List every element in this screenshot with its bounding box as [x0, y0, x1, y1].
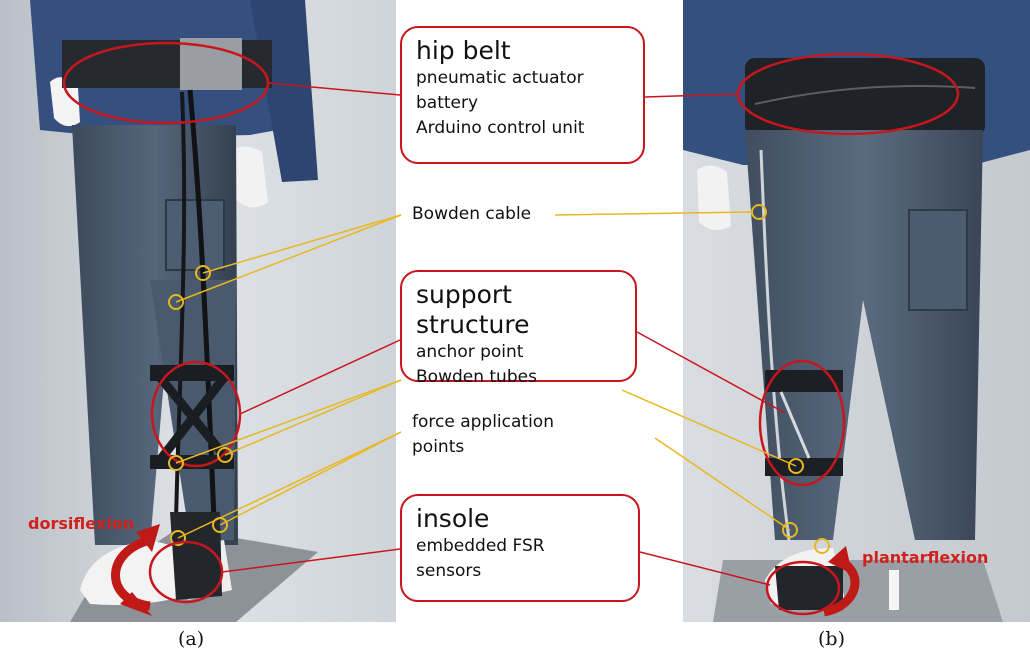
- force-application-label: force application points: [412, 410, 554, 460]
- insole-title: insole: [416, 504, 490, 533]
- support-structure-item: anchor point: [416, 342, 524, 362]
- force-application-line: force application: [412, 412, 554, 432]
- insole-item: sensors: [416, 561, 482, 581]
- photo-rear-view: [683, 0, 1030, 622]
- hip-belt-item: Arduino control unit: [416, 118, 585, 138]
- force-application-line: points: [412, 437, 465, 457]
- support-structure-title: support structure: [416, 280, 530, 339]
- dorsiflexion-label: dorsiflexion: [28, 514, 135, 533]
- support-structure-item: Bowden tubes: [416, 367, 537, 387]
- support-structure-callout: support structure anchor point Bowden tu…: [400, 270, 637, 387]
- caption-b: (b): [818, 628, 845, 650]
- plantarflexion-label: plantarflexion: [862, 548, 989, 567]
- hip-belt-title: hip belt: [416, 36, 511, 65]
- hip-belt-item: battery: [416, 93, 479, 113]
- hip-belt-callout: hip belt pneumatic actuator battery Ardu…: [400, 26, 645, 164]
- insole-callout: insole embedded FSR sensors: [400, 494, 640, 602]
- hip-belt-item: pneumatic actuator: [416, 68, 584, 88]
- bowden-cable-label: Bowden cable: [412, 204, 532, 224]
- caption-a: (a): [178, 628, 205, 650]
- rear-view-illustration: [683, 0, 1030, 622]
- insole-item: embedded FSR: [416, 536, 545, 556]
